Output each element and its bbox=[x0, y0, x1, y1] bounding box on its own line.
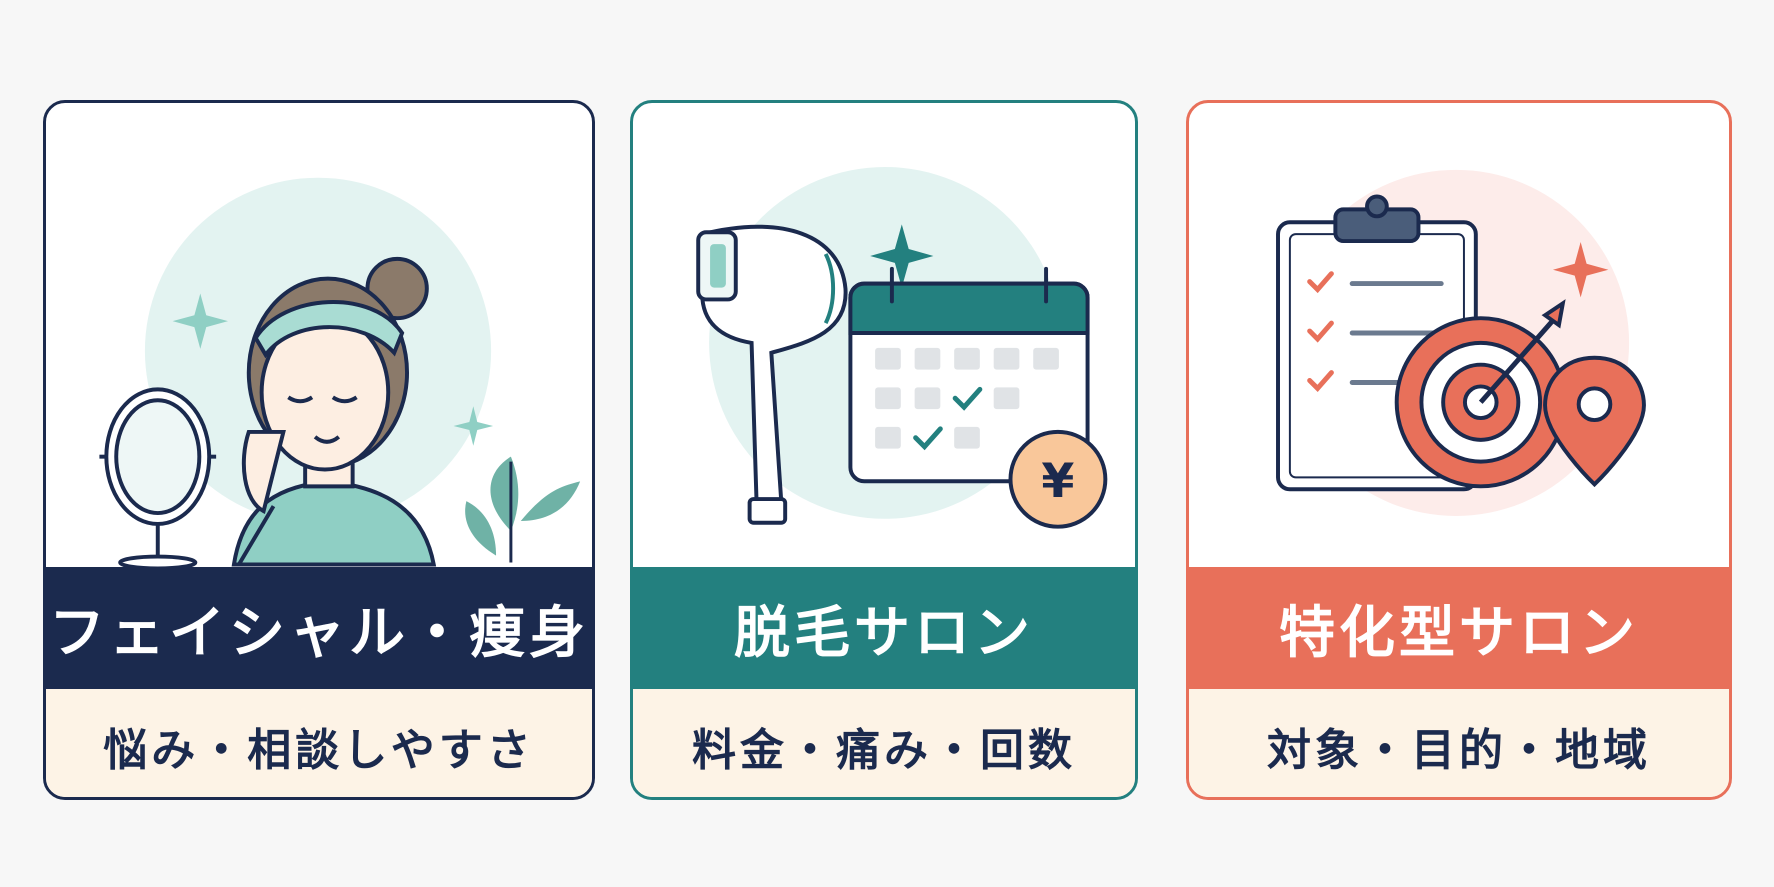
card-title: 脱毛サロン bbox=[734, 600, 1034, 666]
card-subtitle: 悩み・相談しやすさ bbox=[103, 725, 535, 776]
illustration-hair-removal: ¥ bbox=[633, 103, 1135, 567]
calendar-icon bbox=[848, 266, 1090, 484]
card-title-band: フェイシャル・痩身 bbox=[46, 567, 592, 689]
leaf-icon bbox=[465, 456, 581, 556]
card-hair-removal[interactable]: ¥ 脱毛サロン 料金・痛み・回数 bbox=[630, 100, 1138, 800]
card-subtitle: 料金・痛み・回数 bbox=[692, 725, 1076, 776]
card-subtitle-band: 悩み・相談しやすさ bbox=[46, 689, 592, 797]
svg-text:¥: ¥ bbox=[1041, 454, 1074, 509]
location-pin-icon bbox=[1543, 355, 1646, 488]
card-subtitle: 対象・目的・地域 bbox=[1267, 725, 1651, 776]
laser-hair-removal-device-icon bbox=[696, 224, 848, 525]
card-subtitle-band: 料金・痛み・回数 bbox=[633, 689, 1135, 797]
card-title: 特化型サロン bbox=[1279, 600, 1639, 666]
sparkle-icon bbox=[870, 224, 934, 288]
illustration-specialized bbox=[1189, 103, 1729, 567]
sparkle-icon bbox=[172, 293, 228, 349]
woman-skincare-icon bbox=[99, 177, 581, 567]
sparkle-icon bbox=[453, 406, 494, 446]
yen-coin-icon: ¥ bbox=[1008, 429, 1108, 529]
card-title-band: 脱毛サロン bbox=[633, 567, 1135, 689]
card-subtitle-band: 対象・目的・地域 bbox=[1189, 689, 1729, 797]
card-facial-slimming[interactable]: フェイシャル・痩身 悩み・相談しやすさ bbox=[43, 100, 595, 800]
illustration-facial bbox=[46, 103, 592, 567]
card-specialized-salon[interactable]: 特化型サロン 対象・目的・地域 bbox=[1186, 100, 1732, 800]
sparkle-icon bbox=[1552, 242, 1609, 298]
target-icon bbox=[1394, 299, 1567, 489]
card-title-band: 特化型サロン bbox=[1189, 567, 1729, 689]
card-title: フェイシャル・痩身 bbox=[49, 600, 589, 666]
mirror-icon bbox=[99, 387, 217, 567]
